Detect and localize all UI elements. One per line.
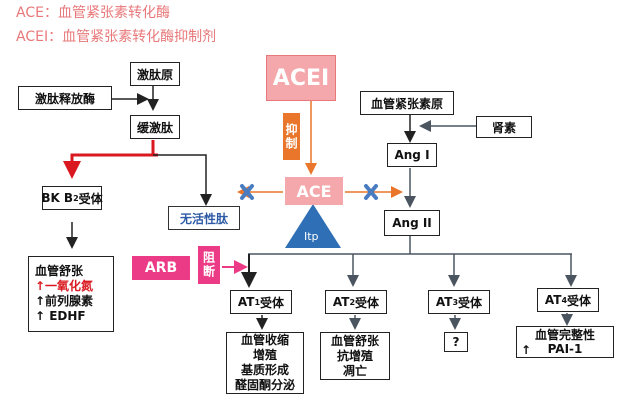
bk-effect-2: ↑一氧化氮 bbox=[35, 279, 94, 293]
label-inhibit: 抑制 bbox=[283, 113, 300, 160]
block-x-left-icon bbox=[240, 184, 254, 200]
effects-at1: 血管收缩 增殖 基质形成 醛固酮分泌 bbox=[226, 332, 304, 394]
itp-triangle bbox=[285, 204, 341, 248]
bk-receptor-sub: 2 bbox=[73, 193, 79, 203]
node-angiotensinogen: 血管紧张素原 bbox=[360, 91, 454, 115]
node-renin: 肾素 bbox=[476, 116, 532, 138]
legend-acei: ACEI：血管紧张素转化酶抑制剂 bbox=[16, 29, 217, 45]
at4-suffix: 受体 bbox=[567, 293, 592, 308]
at4-up-arrow-icon: ↑ bbox=[521, 343, 532, 357]
at3-suffix: 受体 bbox=[458, 295, 483, 310]
at2-effect-3: 凋亡 bbox=[342, 363, 367, 378]
node-bradykinin: 缓激肽 bbox=[130, 115, 180, 139]
node-kallikrein: 激肽释放酶 bbox=[18, 86, 112, 110]
node-ang2: Ang II bbox=[384, 210, 440, 236]
at1-suffix: 受体 bbox=[260, 295, 285, 310]
at1-effect-3: 基质形成 bbox=[240, 363, 289, 377]
label-itp: Itp bbox=[304, 230, 319, 243]
at2-effect-2: 抗增殖 bbox=[336, 348, 373, 363]
node-acei: ACEI bbox=[266, 55, 336, 101]
node-ace: ACE bbox=[285, 177, 343, 205]
at2-effect-1: 血管舒张 bbox=[330, 333, 379, 348]
at1-effect-4: 醛固酮分泌 bbox=[234, 378, 295, 392]
at1-effect-2: 增殖 bbox=[252, 348, 277, 362]
at4-effect-2: PAI-1 bbox=[547, 342, 583, 356]
effects-at4: 血管完整性 PAI-1 ↑ bbox=[516, 326, 614, 358]
bk-receptor-suffix: 受体 bbox=[78, 191, 103, 206]
at2-suffix: 受体 bbox=[355, 295, 380, 310]
node-ang1: Ang I bbox=[387, 143, 437, 167]
effects-at2: 血管舒张 抗增殖 凋亡 bbox=[320, 332, 390, 380]
effects-at3: ? bbox=[444, 332, 468, 352]
at3-prefix: AT bbox=[435, 295, 453, 309]
block-x-right-icon bbox=[364, 184, 378, 200]
legend-ace: ACE：血管紧张素转化酶 bbox=[16, 5, 170, 21]
bk-effect-1: 血管舒张 bbox=[35, 264, 84, 278]
at2-prefix: AT bbox=[332, 295, 350, 309]
at4-prefix: AT bbox=[544, 293, 562, 307]
bk-effect-4: ↑ EDHF bbox=[35, 309, 86, 323]
red-activation-line bbox=[63, 153, 158, 179]
at1-sub: 1 bbox=[254, 297, 261, 307]
node-inactive-peptide: 无活性肽 bbox=[168, 206, 240, 230]
node-kininogen: 激肽原 bbox=[130, 62, 180, 86]
at4-sub: 4 bbox=[561, 295, 568, 305]
at1-prefix: AT bbox=[237, 295, 255, 309]
bk-receptor-prefix: BK B bbox=[41, 191, 74, 205]
node-arb: ARB bbox=[132, 256, 190, 280]
at3-sub: 3 bbox=[452, 297, 459, 307]
effects-bk: 血管舒张 ↑一氧化氮 ↑前列腺素 ↑ EDHF bbox=[28, 256, 114, 332]
label-block: 阻断 bbox=[198, 246, 220, 284]
at4-effect-1: 血管完整性 bbox=[534, 328, 595, 342]
bk-effect-3: ↑前列腺素 bbox=[35, 294, 94, 308]
at2-sub: 2 bbox=[349, 297, 356, 307]
at1-effect-1: 血管收缩 bbox=[240, 333, 289, 347]
arrow-to-inactive bbox=[153, 154, 212, 206]
